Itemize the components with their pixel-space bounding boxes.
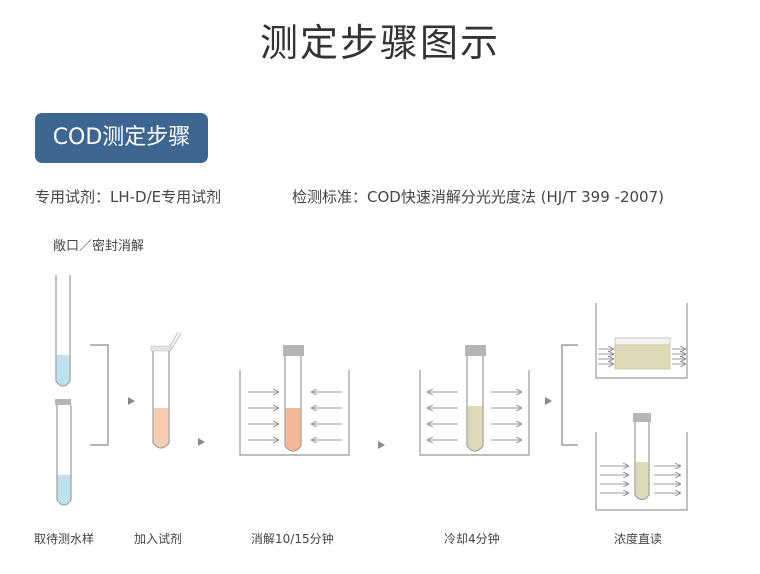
step-label-cool: 冷却4分钟 — [444, 532, 500, 546]
step-label-sample: 取待测水样 — [34, 532, 95, 546]
page-title: 测定步骤图示 — [259, 21, 500, 65]
step-label-add-reagent: 加入试剂 — [134, 532, 183, 546]
step-arrow-3 — [378, 441, 385, 449]
cooling-bath — [419, 345, 530, 456]
section-badge: COD测定步骤 — [35, 113, 208, 163]
step1-bracket — [90, 344, 109, 446]
reagent-tube — [150, 331, 182, 449]
step-arrow-2 — [198, 438, 205, 446]
step5-bracket — [561, 344, 578, 446]
cuvette-readout — [595, 303, 688, 379]
digestion-mode-note: 敞口／密封消解 — [53, 239, 145, 254]
step-label-digest: 消解10/15分钟 — [251, 532, 334, 546]
step-arrow-4 — [545, 397, 552, 405]
reagent-text: 专用试剂：LH-D/E专用试剂 — [35, 188, 222, 206]
step-label-read: 浓度直读 — [614, 532, 663, 546]
tube-readout — [595, 413, 688, 511]
sample-tube-bottom — [55, 399, 72, 506]
step-arrow-1 — [128, 397, 135, 405]
digestion-bath — [239, 345, 350, 456]
standard-text: 检测标准：COD快速消解分光光度法 (HJ/T 399 -2007) — [292, 188, 664, 206]
sample-tube-top — [55, 275, 71, 387]
